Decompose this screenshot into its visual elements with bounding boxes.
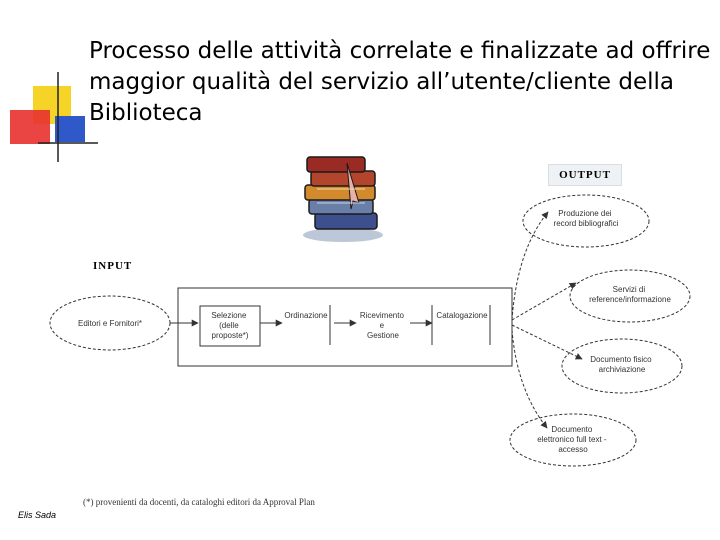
title-line-1: Processo delle attività correlate e fina… — [89, 38, 711, 64]
output-record-shape — [522, 194, 650, 248]
output-documento-fisico-shape — [561, 338, 683, 394]
title-line-3: Biblioteca — [89, 100, 203, 126]
output-reference-text: Servizi di reference/informazione — [589, 285, 671, 304]
input-label: INPUT — [93, 260, 133, 272]
decorative-logo — [10, 72, 98, 162]
title-line-2: maggior qualità del servizio all’utente/… — [89, 69, 674, 95]
process-container — [177, 287, 513, 367]
input-node-text: Editori e Fornitori* — [78, 319, 142, 328]
output-documento-fisico-text: Documento fisico archiviazione — [590, 355, 654, 374]
output-documento-elettronico-shape — [509, 413, 637, 467]
step-ordinazione-text: Ordinazione — [284, 311, 328, 320]
author-credit: Elis Sada — [18, 510, 57, 520]
output-record-text: Produzione dei record bibliografici — [554, 209, 619, 228]
output-documento-elettronico-text: Documento elettronico full text - access… — [537, 425, 609, 454]
step-catalogazione-text: Catalogazione — [436, 311, 488, 320]
books-clipart — [303, 156, 383, 242]
footnote: (*) provenienti da docenti, da cataloghi… — [83, 497, 315, 507]
slide-title: Processo delle attività correlate e fina… — [89, 36, 719, 129]
output-label: OUTPUT — [548, 164, 622, 186]
step-selezione-text: Selezione (delle proposte*) — [211, 311, 248, 340]
step-ricevimento-text: Ricevimento e Gestione — [360, 311, 406, 340]
output-reference-shape — [569, 269, 691, 323]
step-selezione-box — [199, 305, 261, 347]
